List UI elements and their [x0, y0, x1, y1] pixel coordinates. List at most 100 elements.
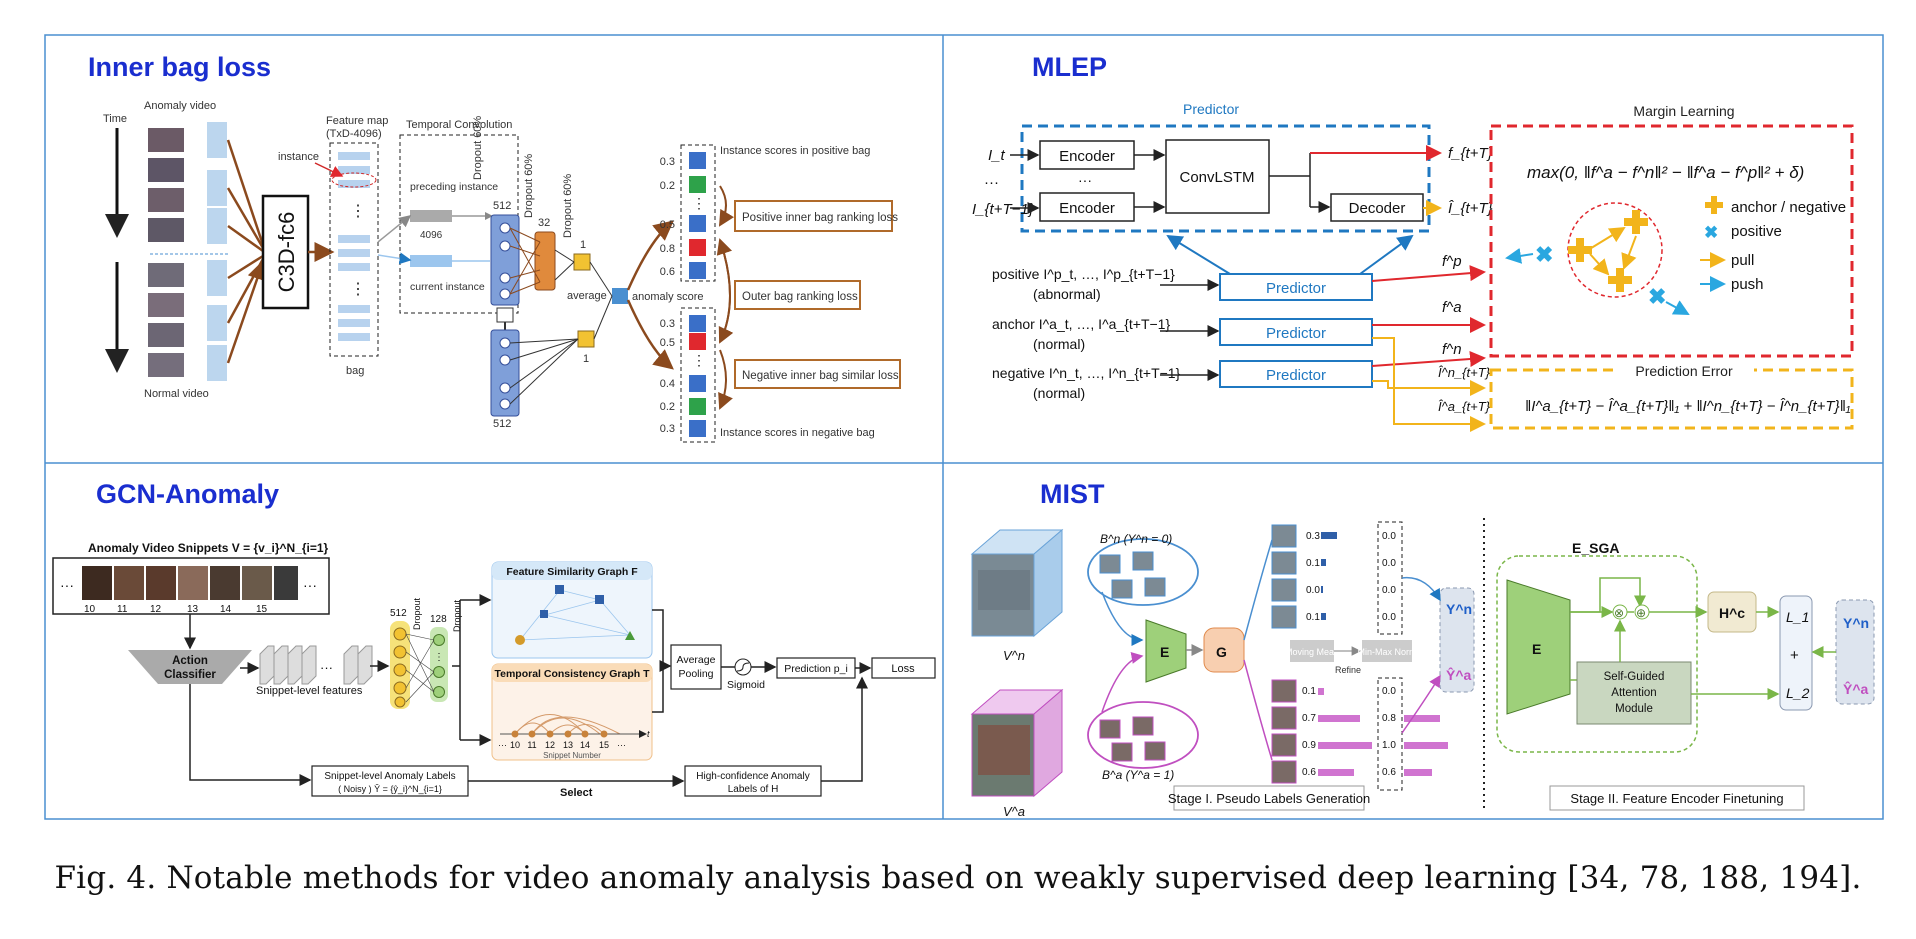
sga-module-label-1: Self-Guided — [1604, 671, 1665, 683]
ya-label: Ŷ^a — [1446, 666, 1472, 683]
normal-video-cube — [970, 528, 1064, 638]
neg-scores-label: Instance scores in negative bag — [720, 427, 875, 439]
panel-mlep: MLEP Predictor I_t ··· I_{t+T−1} Encoder… — [972, 52, 1854, 432]
in-hat-label: Î^n_{t+T} — [1438, 365, 1491, 380]
svg-text:0.2: 0.2 — [660, 180, 675, 192]
snippet-thumbnails — [82, 566, 298, 600]
encoder-top — [1039, 140, 1135, 170]
positive-score-values: 0.3 0.2 0.5 0.8 0.6 — [660, 156, 675, 278]
panel-title: MIST — [1040, 479, 1105, 509]
encoder-E — [1145, 619, 1187, 683]
sga-module-label-2: Attention — [1611, 687, 1656, 699]
yn-label: Y^n — [1446, 601, 1472, 617]
svg-text:0.4: 0.4 — [660, 378, 675, 390]
encoder-bottom-label: Encoder — [1059, 200, 1115, 217]
c3d-fc6-box — [261, 194, 310, 310]
predictor-group-label: Predictor — [1183, 101, 1239, 117]
refined-normal-scores: 0.00.0 0.00.0 — [1382, 531, 1396, 623]
svg-text:Predictor: Predictor — [1266, 280, 1326, 297]
out-i: Î_{t+T} — [1448, 200, 1493, 217]
svg-text:0.0: 0.0 — [1306, 585, 1320, 596]
svg-text:14: 14 — [220, 604, 232, 615]
loss-neg-label: Negative inner bag similar loss — [742, 370, 899, 382]
bag-n-label: B^n (Y^n = 0) — [1100, 532, 1172, 546]
stage2-label: Stage II. Feature Encoder Finetuning — [1570, 791, 1783, 806]
sga-module-box — [1576, 661, 1692, 725]
fc512-top — [490, 214, 520, 306]
legend-pull: pull — [1731, 252, 1754, 269]
svg-text:0.9: 0.9 — [1302, 740, 1316, 751]
high-conf-box — [684, 765, 822, 797]
loss-box — [871, 657, 936, 679]
decoder-label: Decoder — [1349, 200, 1406, 217]
refine-label: Refine — [1335, 665, 1361, 675]
generator-G — [1203, 627, 1245, 673]
noisy-labels-label-2: ( Noisy ) Ŷ = {ŷ_i}^N_{i=1} — [338, 784, 442, 794]
panel-title: GCN-Anomaly — [96, 479, 279, 509]
margin-formula: max(0, ‖f^a − f^n‖² − ‖f^a − f^p‖² + δ) — [1527, 163, 1804, 182]
svg-text:10: 10 — [510, 740, 520, 750]
svg-text:0.0: 0.0 — [1382, 585, 1396, 596]
positive-cross-2: ✖ — [1648, 284, 1666, 309]
dropout-label-1: Dropout — [412, 597, 422, 630]
svg-text:12: 12 — [545, 740, 555, 750]
average-label: average — [567, 290, 607, 302]
preceding-instance-label: preceding instance — [410, 181, 498, 193]
legend-anchor: anchor / negative — [1731, 199, 1846, 216]
bag-box — [329, 142, 379, 357]
L1-label: L_1 — [1786, 609, 1809, 625]
fc512-bottom — [490, 329, 520, 417]
sga-module-label-3: Module — [1615, 703, 1653, 715]
stage1-box — [1173, 785, 1365, 811]
svg-text:15: 15 — [599, 740, 609, 750]
pos-scores-label: Instance scores in positive bag — [720, 145, 870, 157]
panel-title: Inner bag loss — [88, 52, 271, 82]
svg-text:···: ··· — [617, 740, 626, 750]
svg-text:⋮: ⋮ — [350, 281, 366, 298]
svg-text:0.2: 0.2 — [660, 401, 675, 413]
predictor-neg — [1219, 360, 1373, 388]
y-label-box — [1439, 587, 1475, 693]
svg-text:0.1: 0.1 — [1306, 612, 1320, 623]
svg-text:12: 12 — [150, 604, 162, 615]
n4096-label: 4096 — [420, 230, 443, 241]
loss-outer-label: Outer bag ranking loss — [742, 291, 858, 303]
n1-bottom: 1 — [583, 353, 589, 365]
n32-label: 32 — [538, 217, 550, 229]
noisy-labels-box — [311, 765, 469, 797]
svg-text:13: 13 — [563, 740, 573, 750]
negative-input: negative I^n_t, …, I^n_{t+T−1} — [992, 365, 1181, 381]
high-conf-label: High-confidence Anomaly — [696, 771, 809, 782]
decoder-box — [1330, 193, 1424, 222]
legend-positive: positive — [1731, 223, 1782, 240]
svg-text:⋮: ⋮ — [350, 203, 366, 220]
svg-text:⊕: ⊕ — [1636, 606, 1646, 620]
E-label: E — [1160, 644, 1169, 660]
esga-E: E — [1532, 641, 1541, 657]
t-label: t — [647, 729, 650, 739]
input-it: I_t — [988, 147, 1006, 164]
va-label: V^a — [1003, 804, 1025, 819]
svg-text:0.7: 0.7 — [1302, 713, 1316, 724]
high-conf-label-2: Labels of H — [728, 784, 779, 795]
temporal-conv-label: Temporal Convolution — [406, 119, 512, 131]
svg-text:0.3: 0.3 — [1306, 531, 1320, 542]
loss-neg-box — [734, 359, 901, 389]
feature-map-label: Feature map — [326, 115, 388, 127]
bag-n — [1087, 538, 1199, 606]
negative-score-values: 0.3 0.5 0.4 0.2 0.3 — [660, 318, 675, 435]
panel-gcn-anomaly: GCN-Anomaly Anomaly Video Snippets V = {… — [52, 479, 936, 799]
svg-text:0.1: 0.1 — [1302, 686, 1316, 697]
fc1-bottom — [577, 330, 595, 348]
panel-grid — [44, 34, 1884, 820]
svg-text:0.6: 0.6 — [660, 266, 675, 278]
n512-top: 512 — [493, 200, 511, 212]
loss-pos-label: Positive inner bag ranking loss — [742, 212, 898, 224]
dropout-label-2: Dropout — [452, 599, 462, 632]
minmax-box — [1362, 640, 1412, 662]
frame-arrows — [226, 139, 267, 364]
vn-label: V^n — [1003, 648, 1025, 663]
refined-a-box — [1377, 677, 1403, 791]
